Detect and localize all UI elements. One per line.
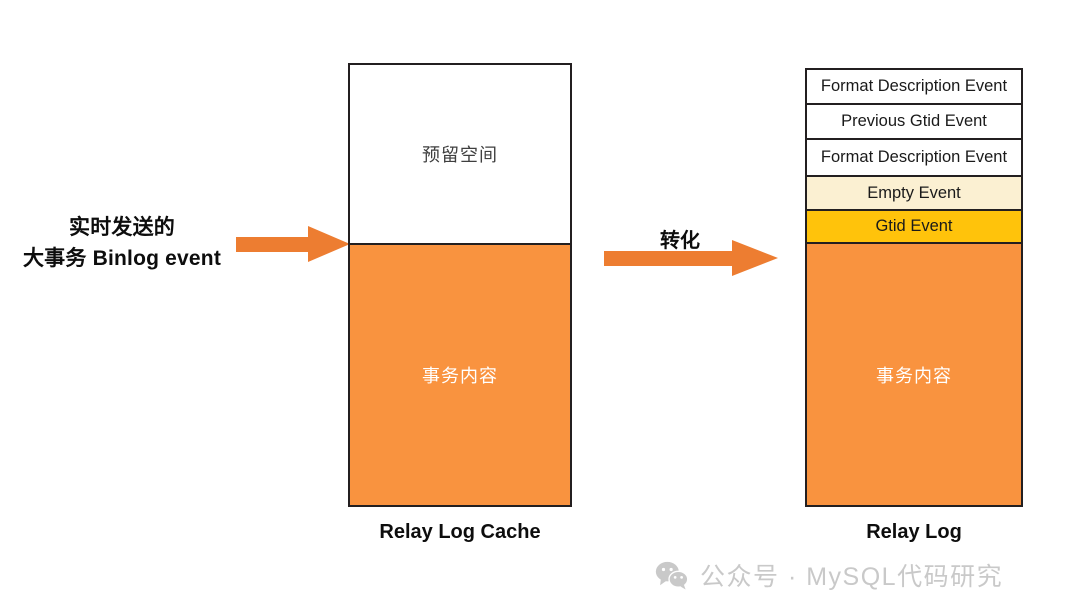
- arrow-head: [308, 226, 350, 262]
- reserved-space-section: 预留空间: [350, 65, 570, 245]
- relay-log-caption: Relay Log: [866, 521, 962, 543]
- wechat-icon: [655, 561, 689, 590]
- footer-watermark: 公众号 · MySQL代码研究: [655, 553, 1003, 597]
- source-label: 实时发送的 大事务 Binlog event: [8, 212, 236, 274]
- source-label-line2: 大事务 Binlog event: [22, 247, 222, 270]
- relay-transaction-content-section: 事务内容: [807, 244, 1021, 505]
- source-label-line1: 实时发送的: [69, 216, 175, 239]
- relay-transaction-content-label: 事务内容: [876, 365, 952, 386]
- cache-transaction-content-label: 事务内容: [422, 366, 498, 386]
- event-row: Gtid Event: [807, 211, 1021, 244]
- arrow-shaft: [236, 237, 310, 252]
- relay-log-box: Format Description Event Previous Gtid E…: [805, 68, 1023, 507]
- convert-label: 转化: [660, 230, 700, 252]
- relay-log-cache-caption: Relay Log Cache: [379, 521, 541, 543]
- reserved-space-label: 预留空间: [422, 145, 498, 165]
- event-row: Previous Gtid Event: [807, 105, 1021, 140]
- arrow-head: [732, 240, 778, 276]
- relay-log-cache-box: 预留空间 事务内容: [348, 63, 572, 507]
- arrow-right-icon-ingest: [236, 226, 350, 262]
- footer-text: 公众号 · MySQL代码研究: [700, 563, 1004, 591]
- event-row: Format Description Event: [807, 70, 1021, 105]
- event-row: Format Description Event: [807, 140, 1021, 177]
- arrow-right-icon-convert: [604, 240, 780, 276]
- event-row: Empty Event: [807, 177, 1021, 211]
- arrow-shaft: [604, 251, 734, 266]
- cache-transaction-content-section: 事务内容: [350, 245, 570, 505]
